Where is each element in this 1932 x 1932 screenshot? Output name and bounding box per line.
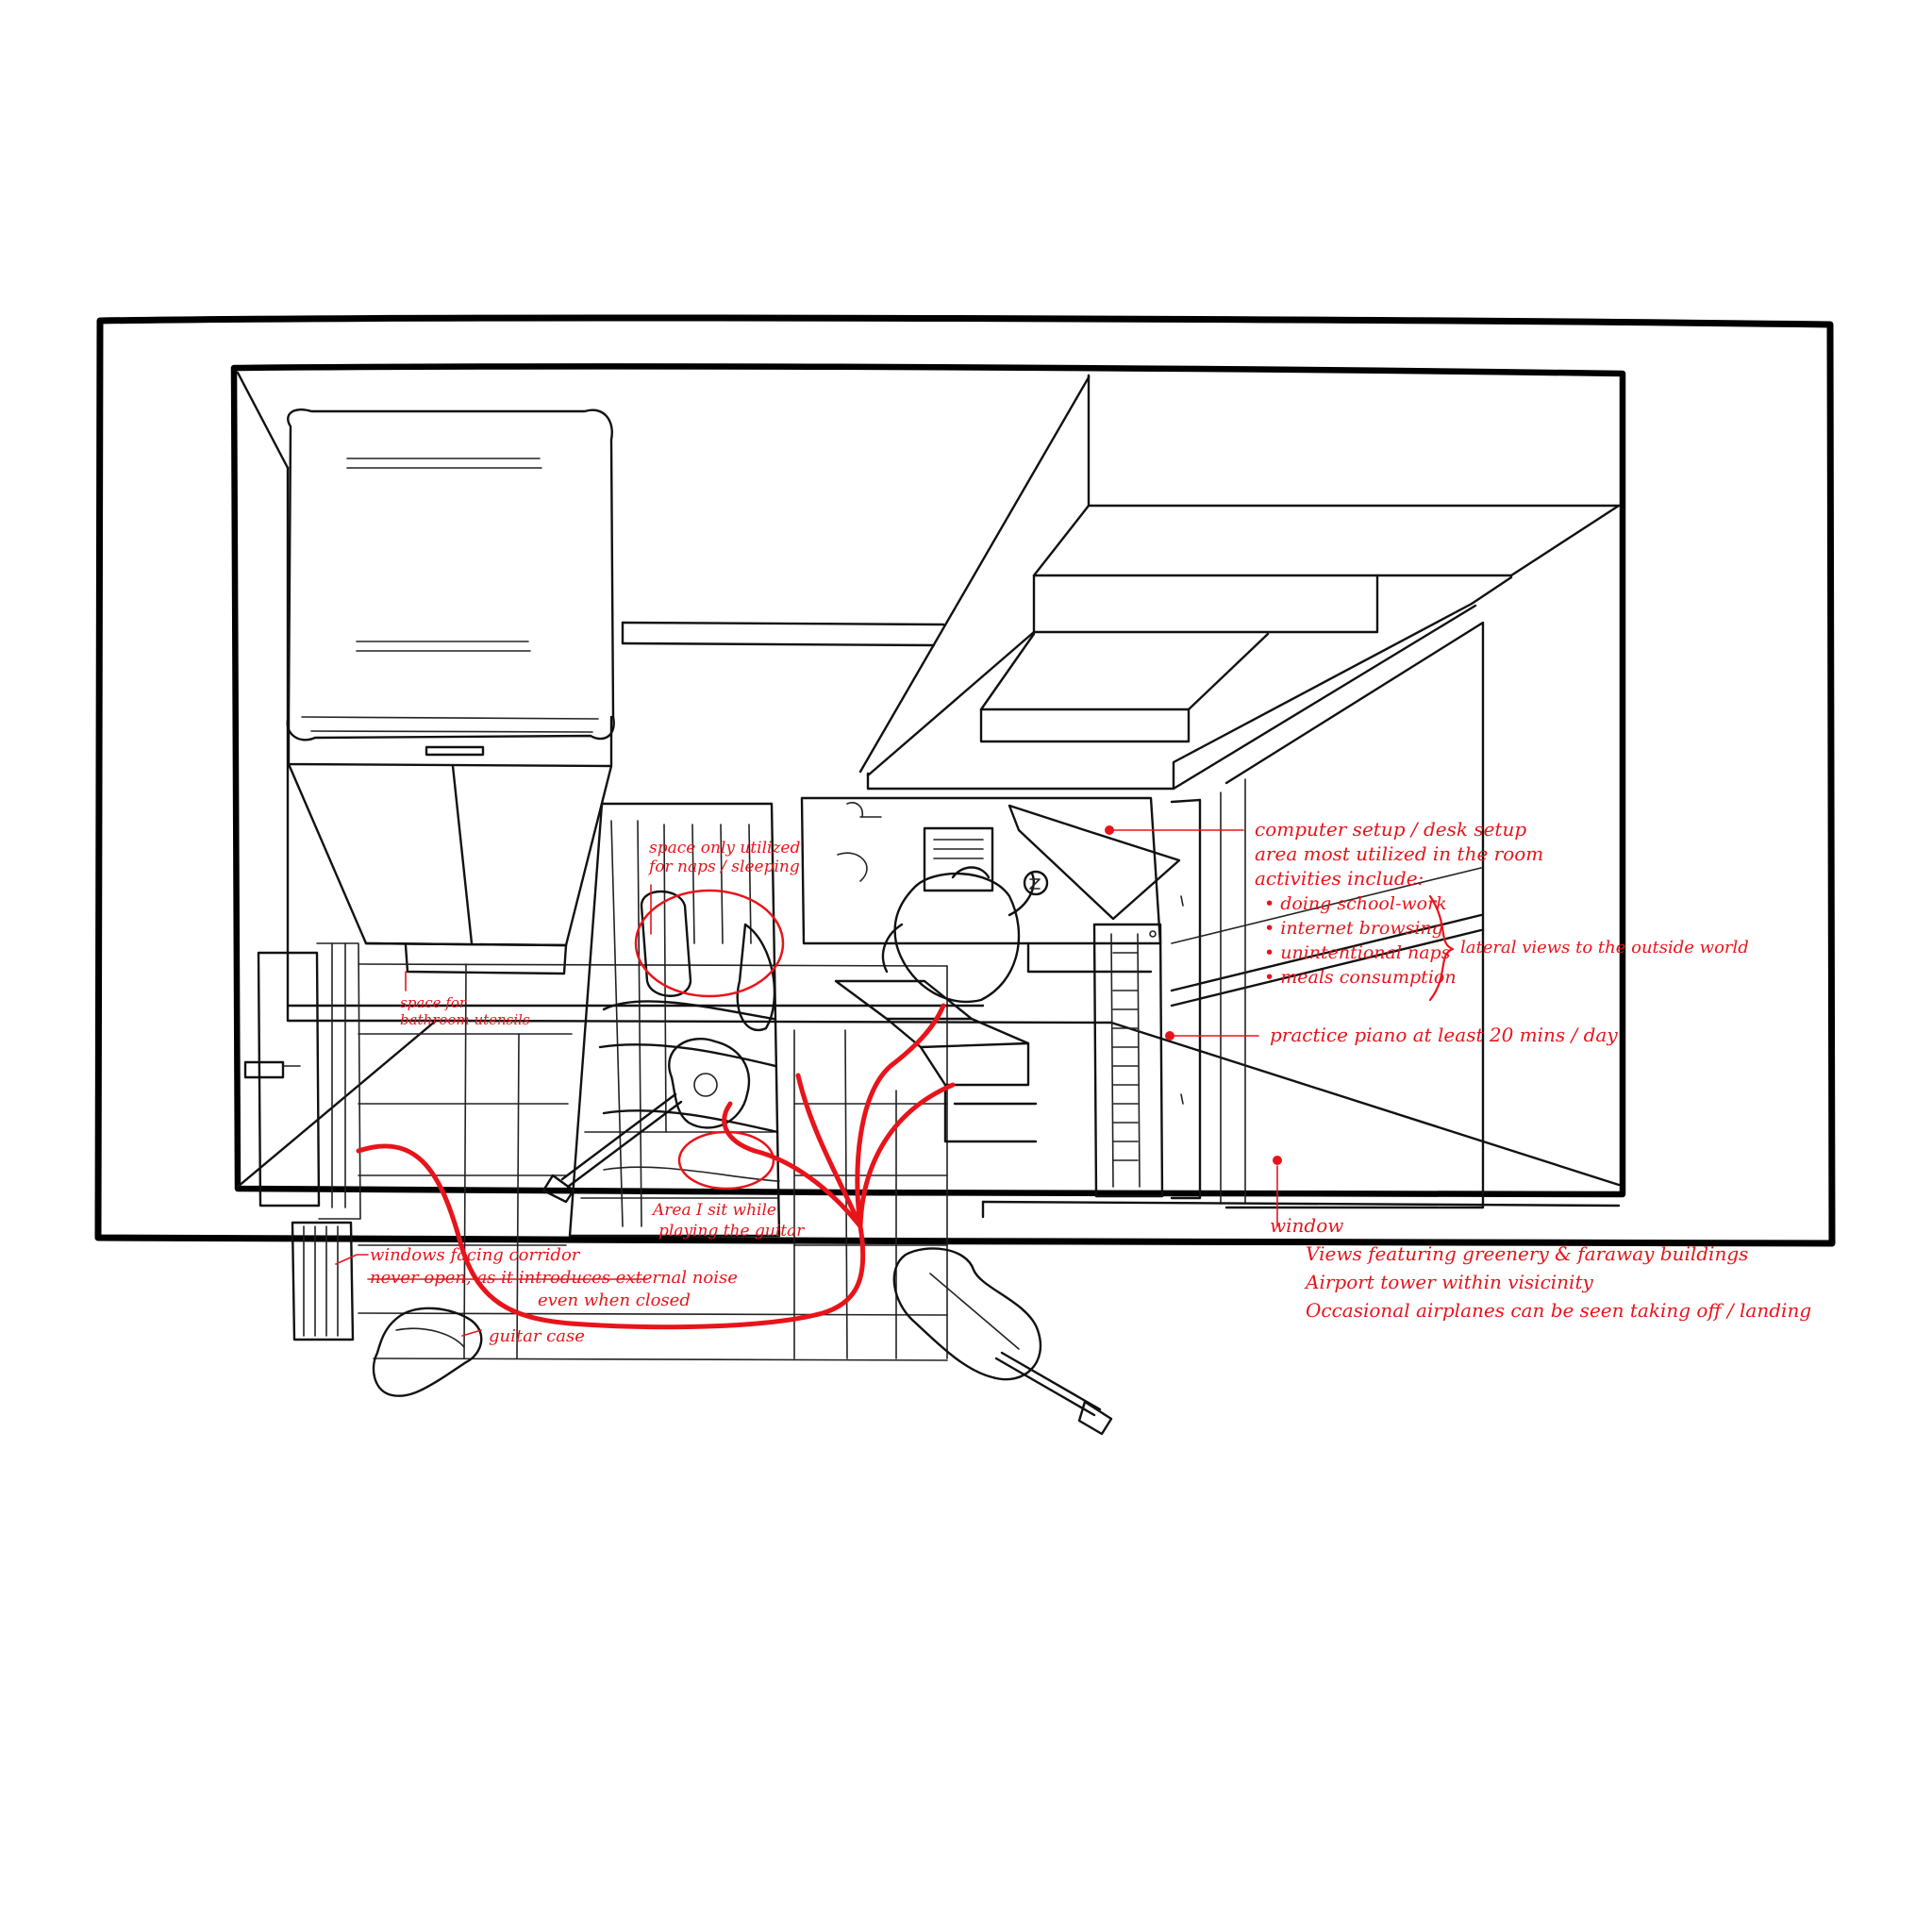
ceiling-beam (860, 375, 1619, 789)
corridor-line3: even when closed (538, 1291, 691, 1310)
guitar-case (374, 1308, 481, 1396)
back-wall (623, 623, 943, 645)
nap-space-line1: space only utilized (649, 839, 800, 858)
computer-bullet-4: • meals consumption (1264, 967, 1457, 988)
computer-line3: activities include: (1255, 867, 1424, 890)
room-walls (238, 373, 1619, 1187)
digital-piano (1094, 924, 1162, 1196)
computer-bullet-1: • doing school-work (1264, 893, 1447, 914)
nap-space-line2: for naps / sleeping (647, 858, 800, 876)
left-door (245, 943, 360, 1219)
right-wall-windows (1172, 623, 1483, 1208)
computer-desk (802, 798, 1179, 972)
lateral-views-note: lateral views to the outside world (1460, 938, 1749, 958)
bathroom-line2: bathroom utensils (400, 1011, 530, 1028)
corridor-line2: never open, as it introduces external no… (370, 1268, 738, 1288)
corridor-line1: windows facing corridor (370, 1245, 581, 1265)
piano-note: practice piano at least 20 mins / day (1270, 1024, 1618, 1046)
window-marker (1273, 1156, 1282, 1165)
window-line3: Occasional airplanes can be seen taking … (1306, 1299, 1811, 1322)
window-line2: Airport tower within visicinity (1304, 1271, 1593, 1293)
computer-bullet-2: • internet browsing (1264, 918, 1443, 939)
guitar-area-circle (679, 1132, 774, 1189)
computer-bullet-3: • unintentional naps (1264, 942, 1451, 963)
guitar-case-label: guitar case (489, 1326, 585, 1346)
bathroom-line1: space for (400, 994, 467, 1011)
guitar-area-line2: playing the guitar (658, 1222, 805, 1241)
window-title: window (1270, 1214, 1343, 1237)
window-line1: Views featuring greenery & faraway build… (1306, 1242, 1748, 1265)
wardrobe (288, 409, 614, 974)
cello (894, 1248, 1111, 1434)
inner-frame (234, 366, 1623, 1194)
computer-title: computer setup / desk setup (1255, 818, 1526, 841)
guitar-area-line1: Area I sit while (651, 1201, 776, 1220)
computer-line2: area most utilized in the room (1255, 842, 1543, 865)
